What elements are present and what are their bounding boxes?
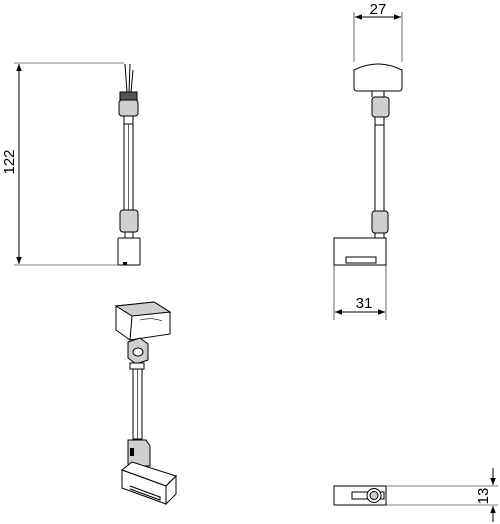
side-rod <box>374 124 385 212</box>
base-width-label: 31 <box>356 295 373 312</box>
sign-holder-head <box>353 63 403 92</box>
upper-joint <box>118 99 139 117</box>
iso-upper-collar <box>129 362 145 370</box>
side-upper-joint <box>371 96 390 118</box>
upper-collar <box>123 115 134 125</box>
base-height-label: 13 <box>475 488 492 505</box>
bottom-view: 13 <box>333 468 498 522</box>
side-view: 27 31 <box>333 1 403 320</box>
side-upper-collar <box>374 116 385 126</box>
base-foot <box>123 262 127 265</box>
front-view: 122 <box>1 62 141 266</box>
side-base-slot <box>345 256 377 264</box>
lower-joint <box>119 209 139 233</box>
clip-prongs <box>124 63 134 93</box>
top-width-label: 27 <box>370 1 387 18</box>
side-lower-joint <box>371 210 389 234</box>
side-lower-collar <box>374 232 385 239</box>
iso-lower-joint <box>127 439 151 467</box>
base-block <box>117 237 141 266</box>
upper-joint-top <box>119 91 138 101</box>
iso-base-side <box>165 474 177 506</box>
isometric-view <box>114 301 177 506</box>
height-dimension-label: 122 <box>1 149 18 174</box>
lower-collar <box>124 231 134 239</box>
